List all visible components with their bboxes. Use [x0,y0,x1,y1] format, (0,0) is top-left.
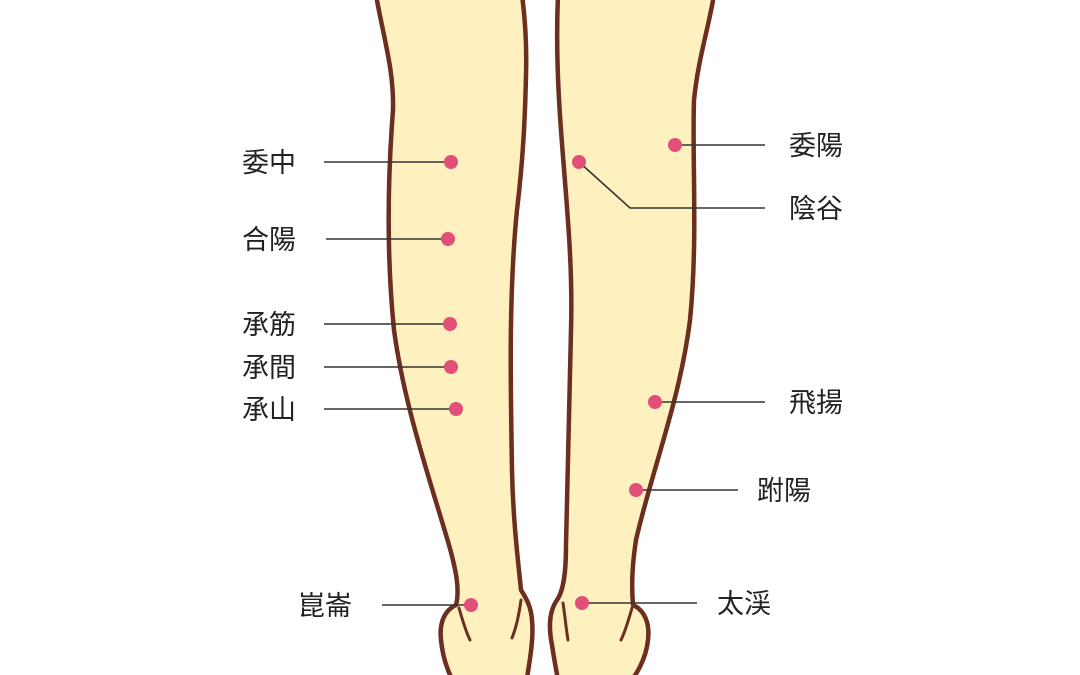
right-ankle-line-2 [619,606,634,642]
left-leg [374,0,535,675]
right-leg [547,0,716,675]
point-taikei [575,596,589,610]
label-inkoku: 陰谷 [789,194,843,225]
label-fuyo: 跗陽 [757,476,811,507]
acupoint-labels: 委中 合陽 承筋 承間 承山 崑崙 委陽 陰谷 飛揚 跗陽 太渓 [242,131,843,622]
leader-lines [324,144,765,606]
point-hiyo [648,395,662,409]
point-konron [464,598,478,612]
label-ichu: 委中 [242,148,296,179]
label-taikei: 太渓 [717,589,771,620]
label-shokan: 承間 [242,353,296,384]
point-inkoku [572,155,586,169]
left-ankle-line [457,606,472,642]
label-shokin: 承筋 [242,310,296,341]
label-shozan: 承山 [242,395,296,426]
point-shokan [444,360,458,374]
label-goyo: 合陽 [242,225,296,256]
label-hiyo: 飛揚 [789,388,843,419]
left-ankle-line-2 [510,598,523,640]
label-iyo: 委陽 [789,131,843,162]
point-shokin [443,317,457,331]
point-shozan [449,402,463,416]
right-ankle-line [561,601,570,642]
point-goyo [441,232,455,246]
point-iyo [668,138,682,152]
label-konron: 崑崙 [298,591,352,622]
leader-inkoku [578,161,765,209]
point-ichu [444,155,458,169]
acupoint-dots [441,138,682,612]
point-fuyo [629,483,643,497]
